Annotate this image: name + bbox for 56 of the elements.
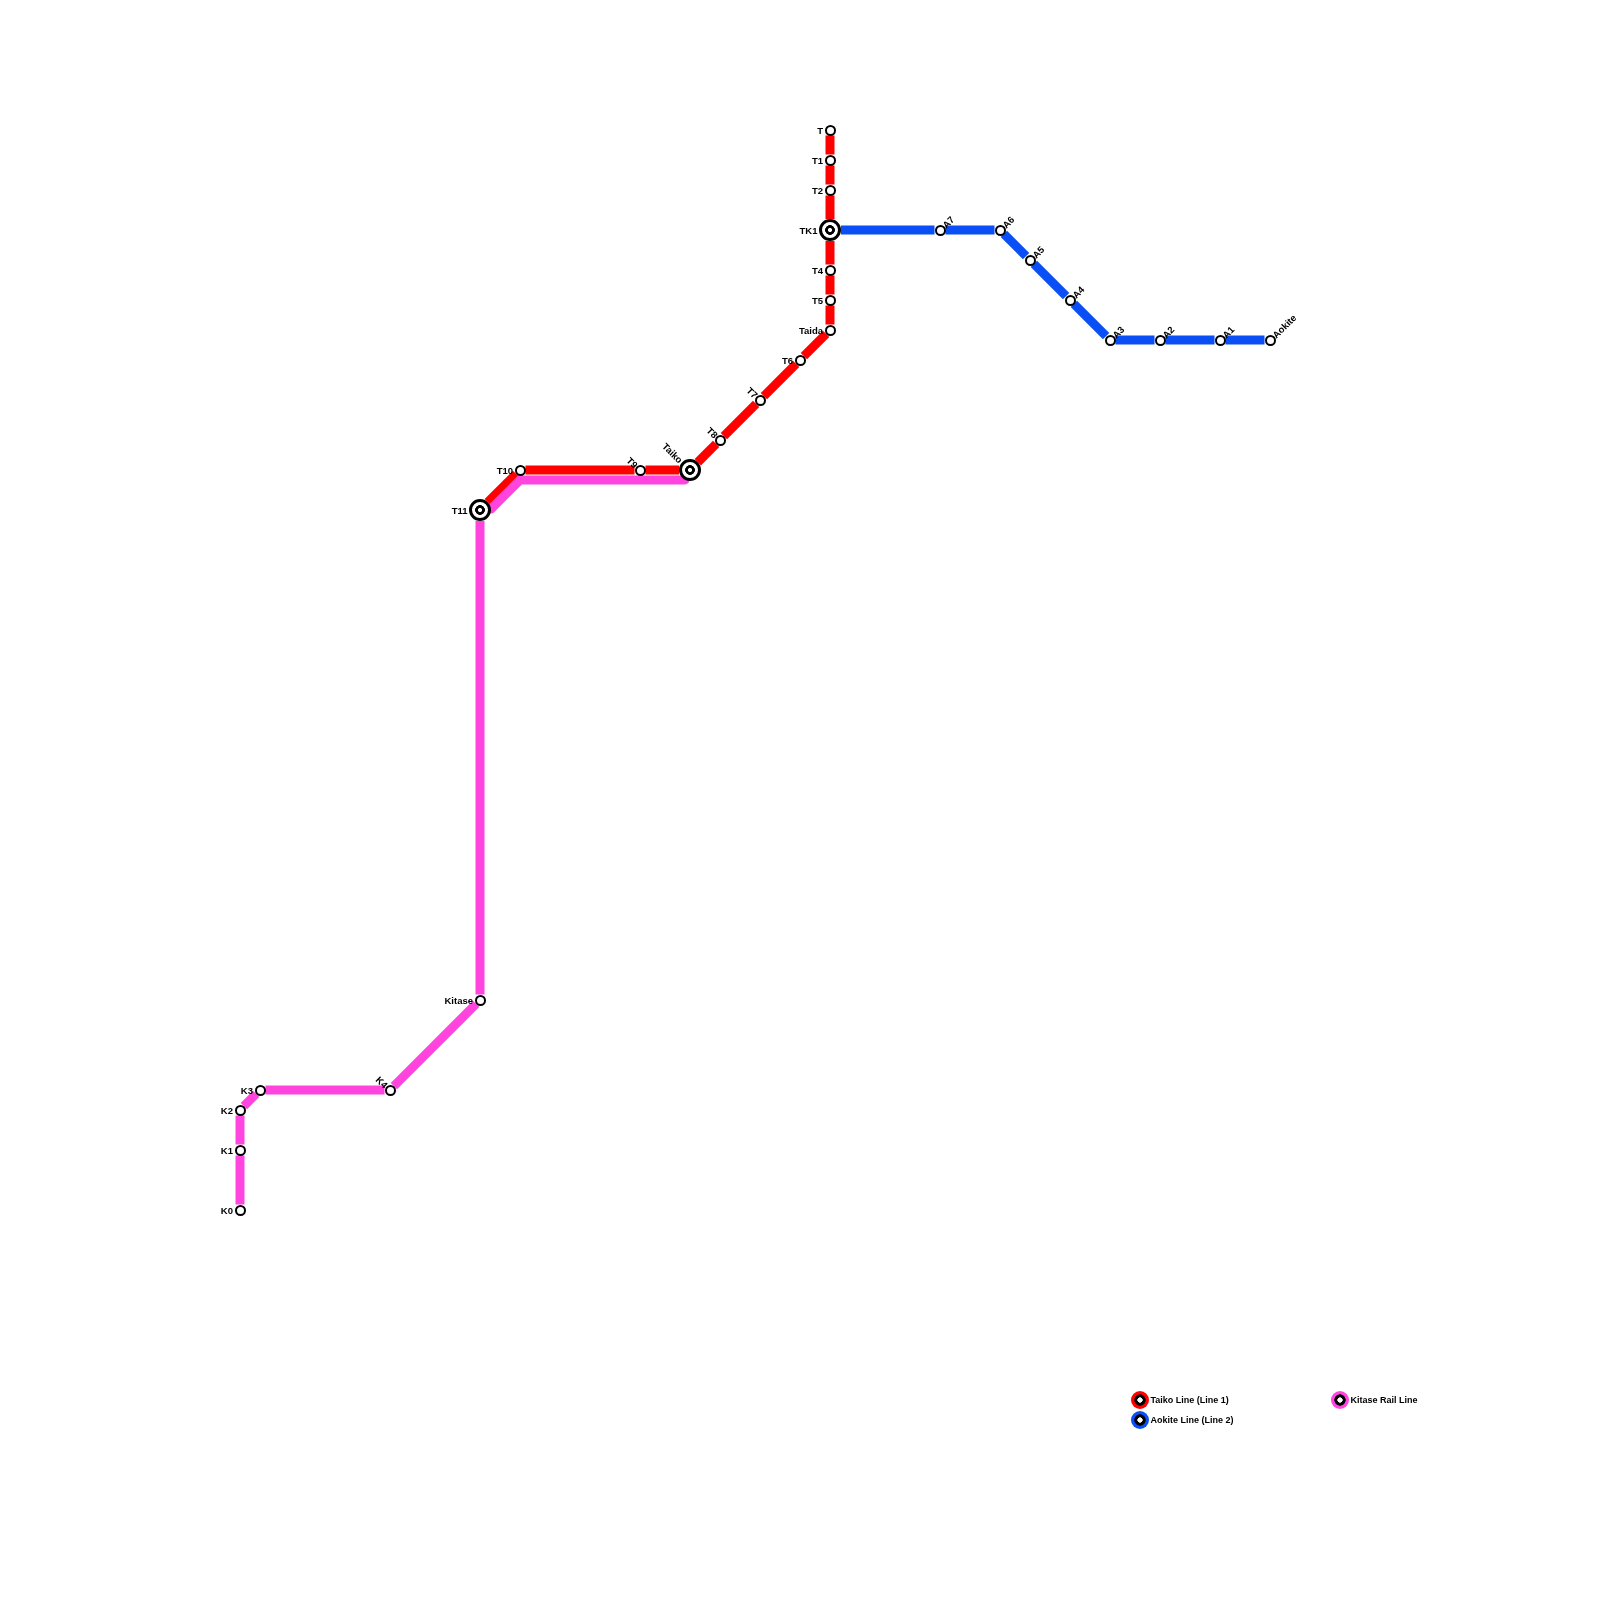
station-label: A4 (1070, 283, 1087, 300)
rail-line (800, 330, 830, 360)
station-label: A3 (1110, 323, 1127, 340)
station-label: Kitase (444, 994, 473, 1006)
legend-label: Aokite Line (Line 2) (1150, 1414, 1234, 1426)
station-label: A7 (940, 213, 957, 230)
rail-line (240, 1090, 260, 1110)
station-label: T10 (496, 464, 513, 476)
station-label: T2 (811, 184, 823, 196)
station-label: T5 (811, 294, 823, 306)
station-label: T6 (781, 354, 793, 366)
station-label: T1 (811, 154, 823, 166)
rail-line (1070, 300, 1110, 340)
rail-line (760, 360, 800, 400)
rail-line (1030, 260, 1070, 300)
rail-line (841, 225, 935, 235)
rail-line (1115, 335, 1155, 345)
rail-line (720, 400, 760, 440)
station-label: K2 (220, 1104, 233, 1116)
station-label: T7 (744, 384, 760, 400)
station-label: K3 (240, 1084, 253, 1096)
rail-line (825, 165, 835, 185)
rail-line (475, 521, 485, 995)
station-label: TK1 (799, 224, 818, 236)
station-label: T (817, 124, 823, 136)
rail-line (645, 465, 679, 475)
legend-label: Taiko Line (Line 1) (1150, 1394, 1229, 1406)
rail-line (525, 465, 635, 475)
station-label: T4 (811, 264, 823, 276)
rail-line (1165, 335, 1215, 345)
station-label: T11 (451, 504, 468, 516)
station-label: A6 (1000, 213, 1017, 230)
rail-line (265, 1085, 385, 1095)
station-label: T9 (624, 454, 640, 470)
rail-line (235, 1155, 245, 1205)
station-label: K4 (373, 1073, 390, 1090)
rail-line (484, 470, 520, 506)
rail-line (694, 440, 720, 466)
station-label: A1 (1220, 323, 1237, 340)
rail-line (825, 305, 835, 325)
station-label: K1 (220, 1144, 233, 1156)
rail-line (1000, 230, 1030, 260)
rail-line (825, 241, 835, 265)
station-label: A2 (1160, 323, 1177, 340)
station-label: K0 (220, 1204, 233, 1216)
rail-line (1225, 335, 1265, 345)
station-label: Taida (798, 324, 823, 336)
rail-line (825, 195, 835, 219)
station-label: A5 (1030, 243, 1047, 260)
legend-label: Kitase Rail Line (1350, 1394, 1418, 1406)
rail-line (390, 1000, 480, 1090)
rail-line (945, 225, 995, 235)
rail-line (235, 1115, 245, 1145)
rail-line (825, 135, 835, 155)
station-label: T8 (704, 424, 720, 440)
rail-line (825, 275, 835, 295)
